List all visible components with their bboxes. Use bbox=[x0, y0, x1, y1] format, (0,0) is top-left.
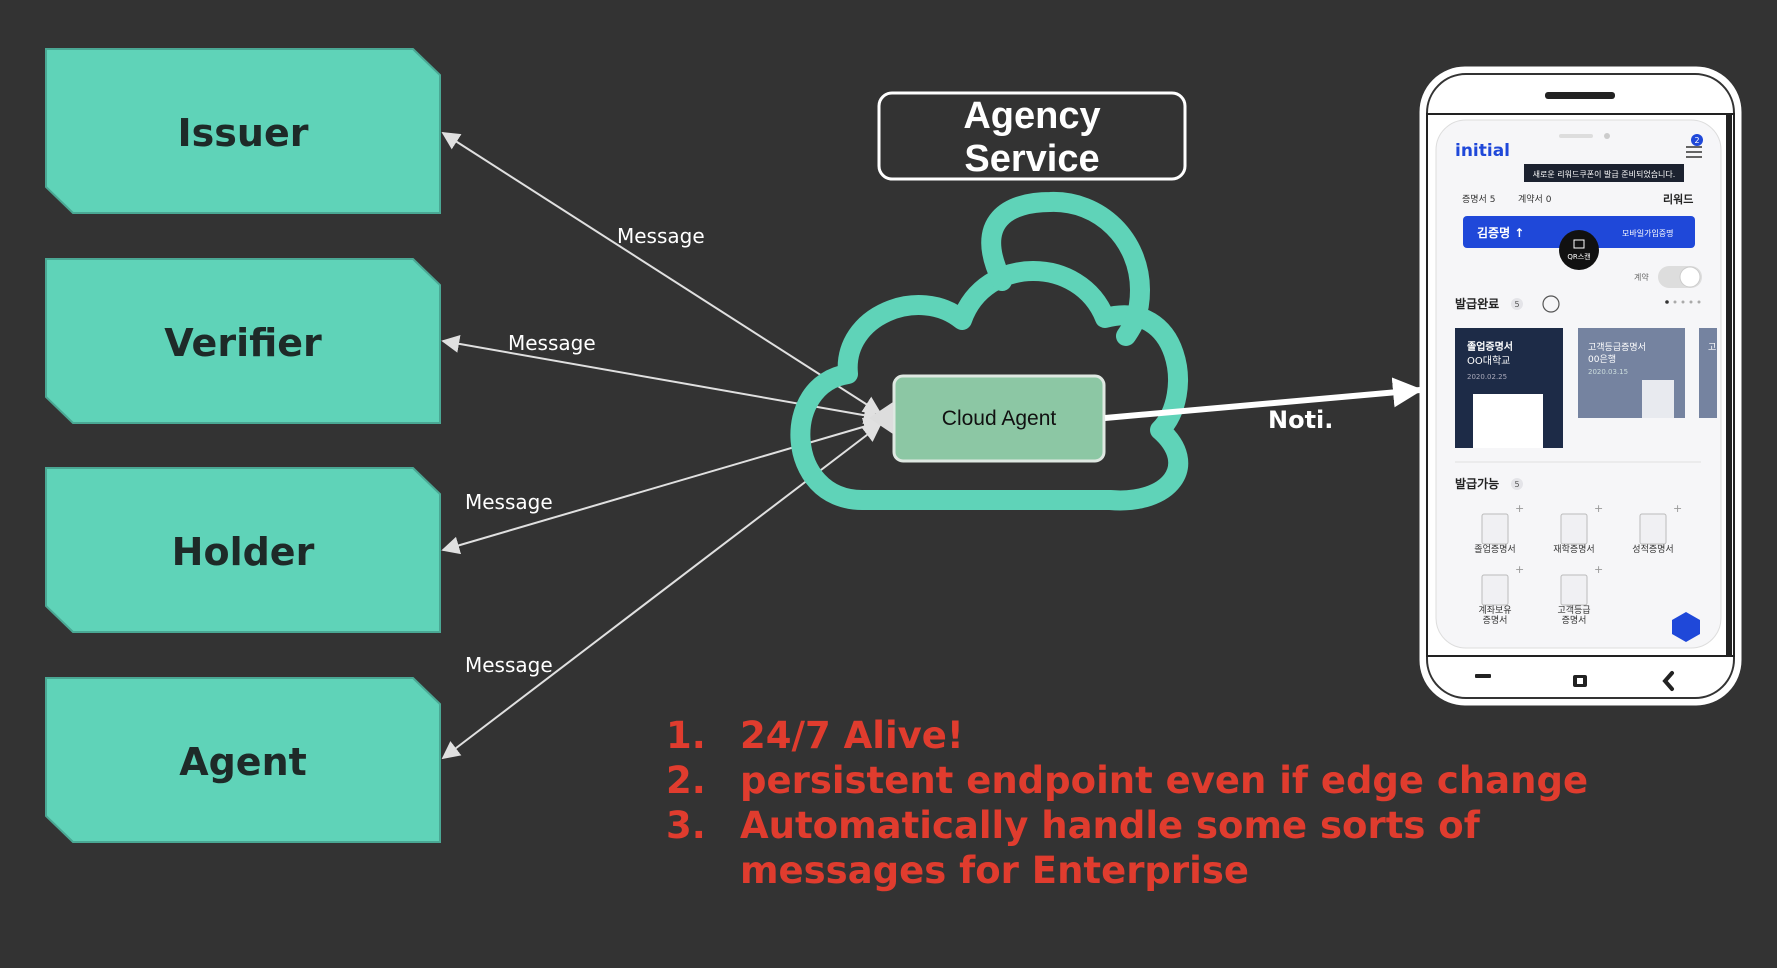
verifier-label: Verifier bbox=[164, 321, 322, 365]
list-num-3: 3. bbox=[666, 804, 706, 847]
search-fab-icon[interactable] bbox=[1672, 612, 1700, 642]
notification-badge bbox=[1691, 134, 1703, 146]
message-label-verifier: Message bbox=[508, 331, 596, 355]
card3-title: 고 bbox=[1708, 343, 1716, 353]
plus-icon: + bbox=[1594, 502, 1603, 515]
document-icon bbox=[1481, 513, 1509, 545]
phone-logo: initial bbox=[1455, 141, 1510, 161]
doc4-label-line2: 증명서 bbox=[1483, 615, 1508, 626]
credential-card-1[interactable]: 졸업증명서 OO대학교 2020.02.25 bbox=[1455, 328, 1563, 448]
list-text-3: Automatically handle some sorts of bbox=[740, 804, 1481, 847]
card1-title: 졸업증명서 bbox=[1467, 340, 1513, 353]
agency-title-line2: Service bbox=[964, 138, 1099, 180]
doc1-label: 졸업증명서 bbox=[1474, 544, 1515, 555]
message-label-agent: Message bbox=[465, 653, 553, 677]
doc-tile-1[interactable]: + 졸업증명서 bbox=[1474, 502, 1524, 555]
card1-sub: OO대학교 bbox=[1467, 355, 1510, 367]
mobile-join: 모바일가입증명 bbox=[1622, 228, 1674, 238]
doc-tile-4[interactable]: + 계좌보유 증명서 bbox=[1478, 563, 1524, 626]
document-icon bbox=[1642, 380, 1674, 418]
arrow-to-issuer bbox=[441, 132, 882, 414]
menu-icon[interactable] bbox=[1686, 146, 1702, 158]
issued-count: 5 bbox=[1514, 300, 1519, 309]
available-title: 발급가능 bbox=[1455, 476, 1499, 491]
credential-card-3[interactable]: 고 bbox=[1699, 328, 1717, 418]
verifier-box: Verifier bbox=[45, 258, 441, 424]
doc5-label-line2: 증명서 bbox=[1562, 615, 1587, 626]
card1-date: 2020.02.25 bbox=[1467, 373, 1507, 381]
list-text-1: 24/7 Alive! bbox=[740, 714, 964, 757]
list-text-2: persistent endpoint even if edge change bbox=[740, 759, 1588, 802]
card2-title: 고객등급증명서 bbox=[1588, 342, 1646, 353]
cert-count: 증명서 5 bbox=[1462, 194, 1495, 205]
card2-date: 2020.03.15 bbox=[1588, 368, 1628, 376]
document-icon bbox=[1481, 574, 1509, 606]
phone-mockup: initial 2 새로운 리워드쿠폰이 발급 준비되었습니다. 증명서 5 계… bbox=[1419, 66, 1742, 706]
qr-scan-button[interactable] bbox=[1559, 230, 1599, 270]
noti-label: Noti. bbox=[1268, 406, 1333, 434]
cloud-agent-label: Cloud Agent bbox=[942, 407, 1057, 430]
refresh-icon[interactable] bbox=[1542, 295, 1560, 313]
reward-banner-text: 새로운 리워드쿠폰이 발급 준비되었습니다. bbox=[1533, 169, 1676, 179]
doc2-label: 재학증명서 bbox=[1553, 544, 1594, 555]
holder-label: Holder bbox=[172, 530, 315, 574]
agency-title-line1: Agency bbox=[963, 95, 1100, 137]
document-icon bbox=[1560, 574, 1588, 606]
plus-icon: + bbox=[1594, 563, 1603, 576]
doc5-label-line1: 고객등급 bbox=[1557, 605, 1590, 616]
message-label-holder: Message bbox=[465, 490, 553, 514]
list-num-1: 1. bbox=[666, 714, 706, 757]
recent-apps-icon[interactable] bbox=[1475, 674, 1491, 678]
available-count: 5 bbox=[1514, 480, 1519, 489]
contract-count: 계약서 0 bbox=[1518, 193, 1552, 205]
doc-tile-2[interactable]: + 재학증명서 bbox=[1553, 502, 1603, 555]
plus-icon: + bbox=[1673, 502, 1682, 515]
list-num-2: 2. bbox=[666, 759, 706, 802]
phone-screen: initial 2 새로운 리워드쿠폰이 발급 준비되었습니다. 증명서 5 계… bbox=[1435, 119, 1722, 649]
doc-tile-5[interactable]: + 고객등급 증명서 bbox=[1557, 563, 1603, 626]
credential-card-2[interactable]: 고객등급증명서 00은행 2020.03.15 bbox=[1578, 328, 1685, 418]
document-icon bbox=[1473, 394, 1543, 448]
reward-link[interactable]: 리워드 bbox=[1663, 192, 1693, 206]
plus-icon: + bbox=[1515, 563, 1524, 576]
document-icon bbox=[1639, 513, 1667, 545]
document-icon bbox=[1560, 513, 1588, 545]
doc4-label-line1: 계좌보유 bbox=[1478, 604, 1511, 616]
cloud-icon bbox=[790, 191, 1189, 511]
cloud-agent-box: Cloud Agent bbox=[869, 374, 1106, 463]
issued-title: 발급완료 bbox=[1455, 296, 1499, 311]
agent-label: Agent bbox=[179, 740, 307, 784]
page-dots bbox=[1665, 300, 1701, 304]
contract-toggle-label: 계약 bbox=[1634, 272, 1649, 282]
doc-tile-3[interactable]: + 성적증명서 bbox=[1632, 502, 1682, 555]
qr-scan-label: QR스캔 bbox=[1567, 252, 1590, 261]
feature-list: 1. 24/7 Alive! 2. persistent endpoint ev… bbox=[666, 714, 1588, 892]
holder-box: Holder bbox=[45, 467, 441, 633]
issuer-label: Issuer bbox=[178, 111, 309, 155]
noti-arrow bbox=[1104, 377, 1423, 421]
card2-sub: 00은행 bbox=[1588, 353, 1616, 365]
notification-badge-count: 2 bbox=[1694, 136, 1699, 145]
qr-icon bbox=[1573, 239, 1585, 249]
user-name: 김증명 ↑ bbox=[1477, 225, 1524, 240]
doc3-label: 성적증명서 bbox=[1632, 543, 1673, 555]
issuer-box: Issuer bbox=[45, 48, 441, 214]
speaker-icon bbox=[1545, 92, 1615, 99]
plus-icon: + bbox=[1515, 502, 1524, 515]
message-label-issuer: Message bbox=[617, 224, 705, 248]
back-icon[interactable] bbox=[1662, 671, 1674, 691]
agency-service-box: Agency Service bbox=[877, 91, 1187, 181]
agent-box: Agent bbox=[45, 677, 441, 843]
list-text-4: messages for Enterprise bbox=[740, 849, 1249, 892]
reward-banner[interactable] bbox=[1524, 164, 1684, 182]
